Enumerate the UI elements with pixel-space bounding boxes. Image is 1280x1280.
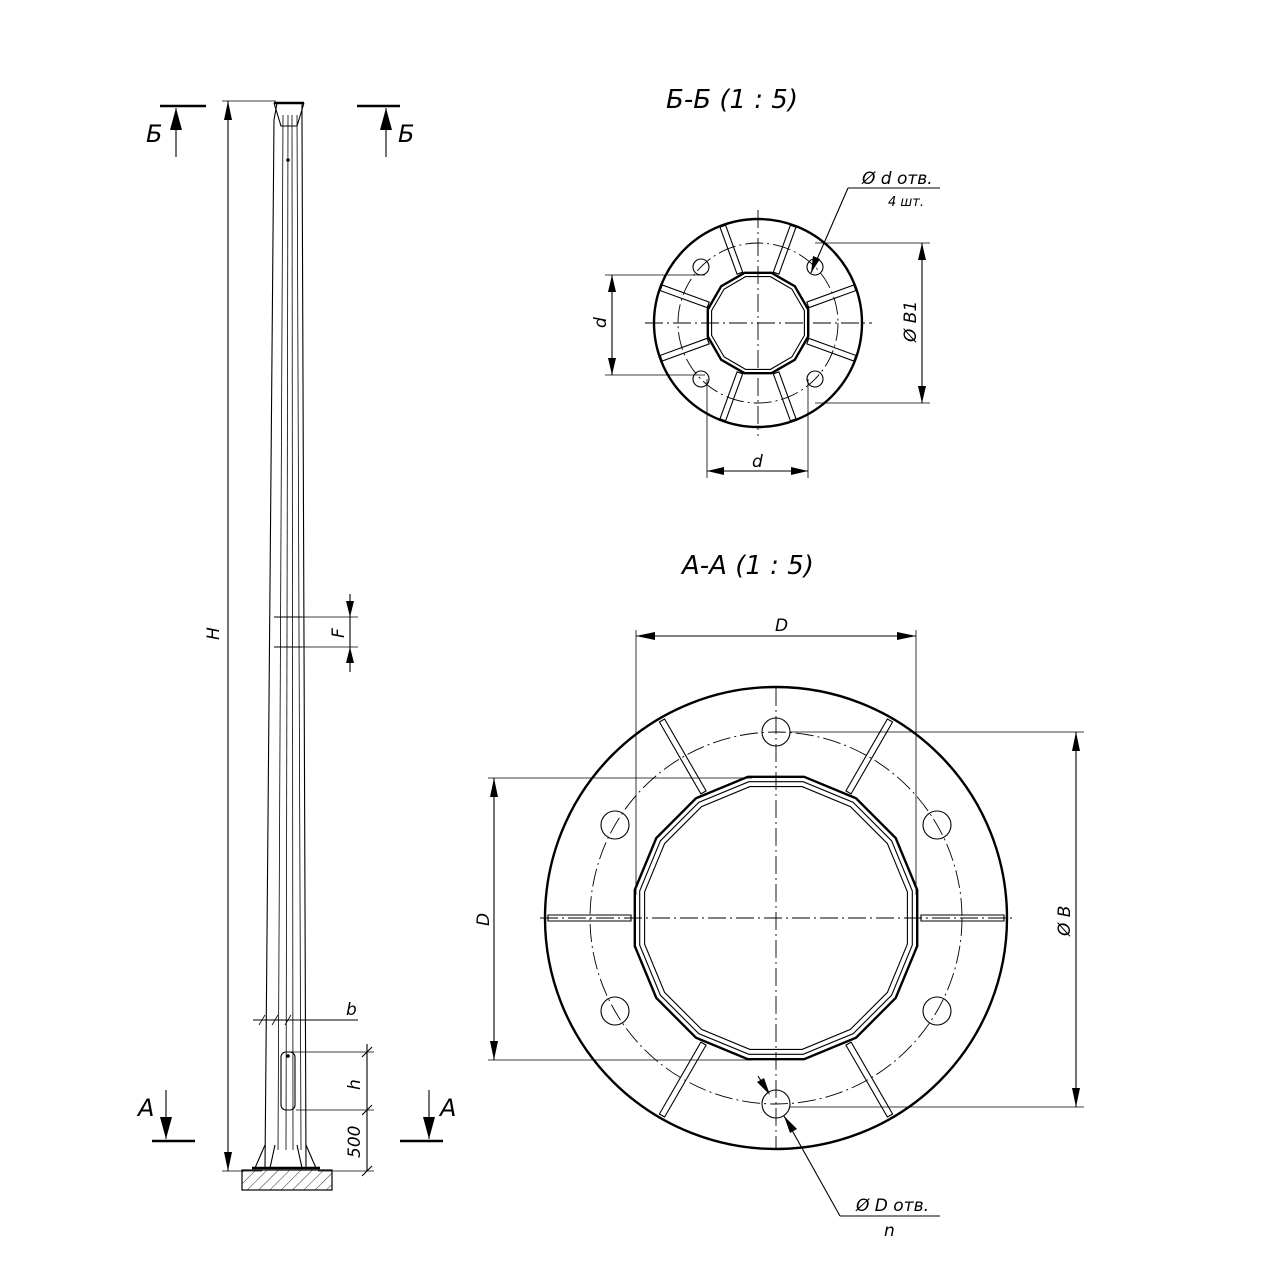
top-flange-ribs: [273, 102, 305, 127]
stiffener-rib: [845, 718, 894, 795]
service-hatch: [280, 1051, 296, 1111]
arrow-head: [346, 601, 354, 617]
pole-facet-line: [291, 114, 294, 1151]
aa-dim-d-top-label: D: [775, 616, 788, 636]
dim-height-label: H: [204, 627, 224, 640]
aa-hole-count: n: [884, 1221, 895, 1241]
section-bb-label-right: Б: [398, 120, 414, 148]
bb-bolt-hole: [692, 370, 710, 388]
arrow-head: [918, 386, 926, 403]
arrow-head: [1072, 1088, 1080, 1107]
arrow-head: [918, 243, 926, 260]
pole-facet-line: [296, 114, 302, 1151]
bb-dim-d-vertical-label: d: [591, 317, 611, 328]
arrow-head: [490, 778, 498, 797]
dim-tick: [258, 1014, 266, 1026]
aa-polygon-mid: [639, 781, 913, 1055]
arrow-head: [811, 256, 820, 273]
pole-point: [286, 158, 290, 162]
bb-dim-d-horizontal-label: d: [752, 452, 763, 472]
pole-facet-line: [277, 114, 284, 1151]
dim-tick: [361, 1165, 373, 1177]
arrow-head: [380, 108, 392, 130]
aa-polygon-outer: [633, 775, 919, 1061]
stiffener-rib: [658, 1041, 707, 1118]
pole-outline: [264, 102, 307, 1169]
arrow-head: [608, 358, 616, 375]
arrow-head: [490, 1041, 498, 1060]
section-aa-label-right: A: [438, 1094, 456, 1122]
stiffener-rib: [772, 224, 797, 275]
arrow-head: [784, 1116, 797, 1133]
arrow-head: [224, 1152, 232, 1171]
arrow-head: [707, 467, 724, 475]
stiffener-rib: [806, 337, 857, 362]
dim-tick: [361, 1104, 373, 1116]
arrow-head: [636, 632, 655, 640]
base-rib: [305, 1144, 317, 1169]
aa-dim-diameter-label: Ø B: [1055, 906, 1075, 937]
stiffener-rib: [719, 371, 744, 422]
section-bb-title: Б-Б (1 : 5): [666, 85, 798, 115]
aa-bolt-hole: [922, 996, 952, 1026]
arrow-head: [608, 275, 616, 292]
foundation-block: [241, 1169, 333, 1191]
section-aa-title: A-A (1 : 5): [680, 551, 814, 581]
stiffener-rib: [658, 718, 707, 795]
arrow-head: [791, 467, 808, 475]
section-aa: A-A (1 : 5) D D Ø B: [474, 551, 1084, 1241]
dim-f-label: F: [329, 628, 349, 638]
pole-facet-line: [285, 114, 289, 1151]
stiffener-rib: [806, 284, 857, 309]
bb-bolt-hole: [806, 370, 824, 388]
bb-hole-label: Ø d отв.: [861, 169, 933, 189]
section-bb-label-left: Б: [146, 120, 162, 148]
bb-polygon-inner: [711, 276, 805, 370]
stiffener-rib: [547, 914, 632, 922]
aa-bolt-hole: [600, 810, 630, 840]
dim-tick: [284, 1014, 292, 1026]
aa-hole-label: Ø D отв.: [855, 1196, 929, 1216]
bb-ribs: [659, 224, 857, 422]
aa-bolt-hole: [922, 810, 952, 840]
bb-hole-count: 4 шт.: [888, 195, 924, 210]
base-rib: [269, 1144, 276, 1169]
dim-tick: [271, 1014, 279, 1026]
arrow-head: [346, 647, 354, 663]
aa-polygon-inner: [644, 786, 908, 1050]
arrow-head: [423, 1117, 435, 1139]
aa-ribs: [547, 718, 1005, 1118]
dim-tick: [361, 1046, 373, 1058]
bb-polygon-outer: [706, 271, 810, 375]
base-rib: [296, 1144, 303, 1169]
pole-elevation: Б Б A A H F b: [136, 100, 456, 1191]
arrow-head: [224, 101, 232, 120]
stiffener-rib: [719, 224, 744, 275]
section-aa-label-left: A: [136, 1094, 154, 1122]
arrow-head: [897, 632, 916, 640]
arrow-head: [757, 1078, 770, 1095]
dim-b-label: b: [346, 1000, 357, 1020]
hatch-point: [286, 1054, 290, 1058]
aa-bolt-hole: [600, 996, 630, 1026]
stiffener-rib: [659, 337, 710, 362]
stiffener-rib: [920, 914, 1005, 922]
dim-hatch-label: h: [345, 1079, 365, 1090]
arrow-head: [1072, 732, 1080, 751]
bb-dim-diameter-label: Ø B1: [901, 301, 921, 343]
aa-dim-d-left-label: D: [474, 913, 494, 926]
stiffener-rib: [772, 371, 797, 422]
base-rib: [254, 1144, 266, 1169]
dim-500-label: 500: [345, 1126, 365, 1158]
arrow-head: [170, 108, 182, 130]
section-bb: Б-Б (1 : 5) d d Ø B1: [591, 85, 940, 478]
stiffener-rib: [845, 1041, 894, 1118]
arrow-head: [160, 1117, 172, 1139]
stiffener-rib: [659, 284, 710, 309]
aa-hole-leader: [783, 1115, 841, 1217]
